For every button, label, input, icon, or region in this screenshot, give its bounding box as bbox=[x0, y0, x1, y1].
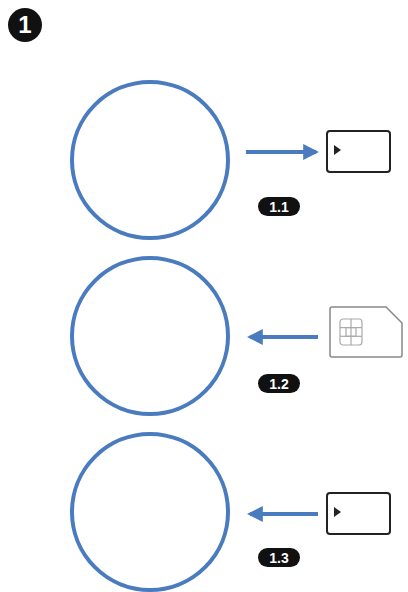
step-number: 1 bbox=[18, 11, 31, 39]
callout-number: 1.2 bbox=[269, 376, 288, 392]
magnifier bbox=[60, 422, 390, 592]
callout-number: 1.2 bbox=[258, 374, 300, 393]
callout-number: 1.3 bbox=[258, 548, 300, 567]
magnifier bbox=[60, 246, 402, 426]
callout-number: 1.1 bbox=[258, 197, 300, 216]
callout-number: 1.1 bbox=[269, 199, 288, 215]
magnifier bbox=[60, 70, 390, 250]
step-badge: 1 bbox=[8, 8, 42, 42]
callout-number: 1.3 bbox=[269, 550, 288, 566]
